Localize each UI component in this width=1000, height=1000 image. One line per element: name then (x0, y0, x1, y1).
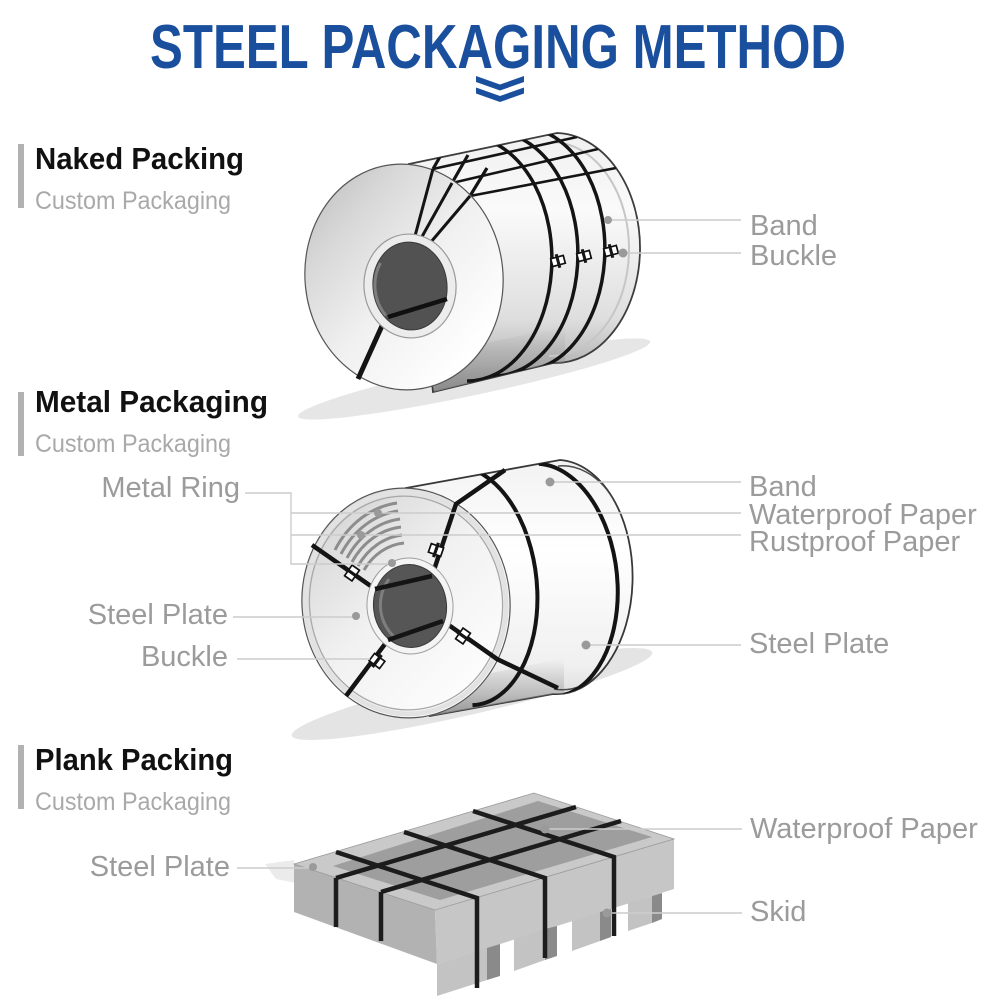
svg-text:Skid: Skid (750, 896, 806, 928)
svg-text:Naked Packing: Naked Packing (35, 141, 244, 176)
svg-text:Custom Packaging: Custom Packaging (35, 187, 231, 215)
svg-text:Waterproof Paper: Waterproof Paper (749, 499, 977, 531)
svg-text:Steel Plate: Steel Plate (88, 599, 228, 631)
svg-text:Waterproof Paper: Waterproof Paper (750, 813, 978, 845)
svg-text:Plank Packing: Plank Packing (35, 742, 233, 777)
svg-text:Steel Plate: Steel Plate (90, 851, 230, 883)
svg-text:Custom Packaging: Custom Packaging (35, 430, 231, 458)
svg-text:Steel Plate: Steel Plate (749, 628, 889, 660)
svg-text:Buckle: Buckle (141, 641, 228, 673)
svg-text:Buckle: Buckle (750, 240, 837, 272)
svg-text:Band: Band (749, 471, 817, 503)
svg-text:Metal Packaging: Metal Packaging (35, 384, 268, 419)
svg-text:Custom Packaging: Custom Packaging (35, 788, 231, 816)
svg-text:Band: Band (750, 210, 818, 242)
svg-text:STEEL PACKAGING METHOD: STEEL PACKAGING METHOD (150, 13, 846, 82)
svg-text:Metal Ring: Metal Ring (101, 472, 240, 504)
svg-text:Rustproof Paper: Rustproof Paper (749, 526, 961, 558)
